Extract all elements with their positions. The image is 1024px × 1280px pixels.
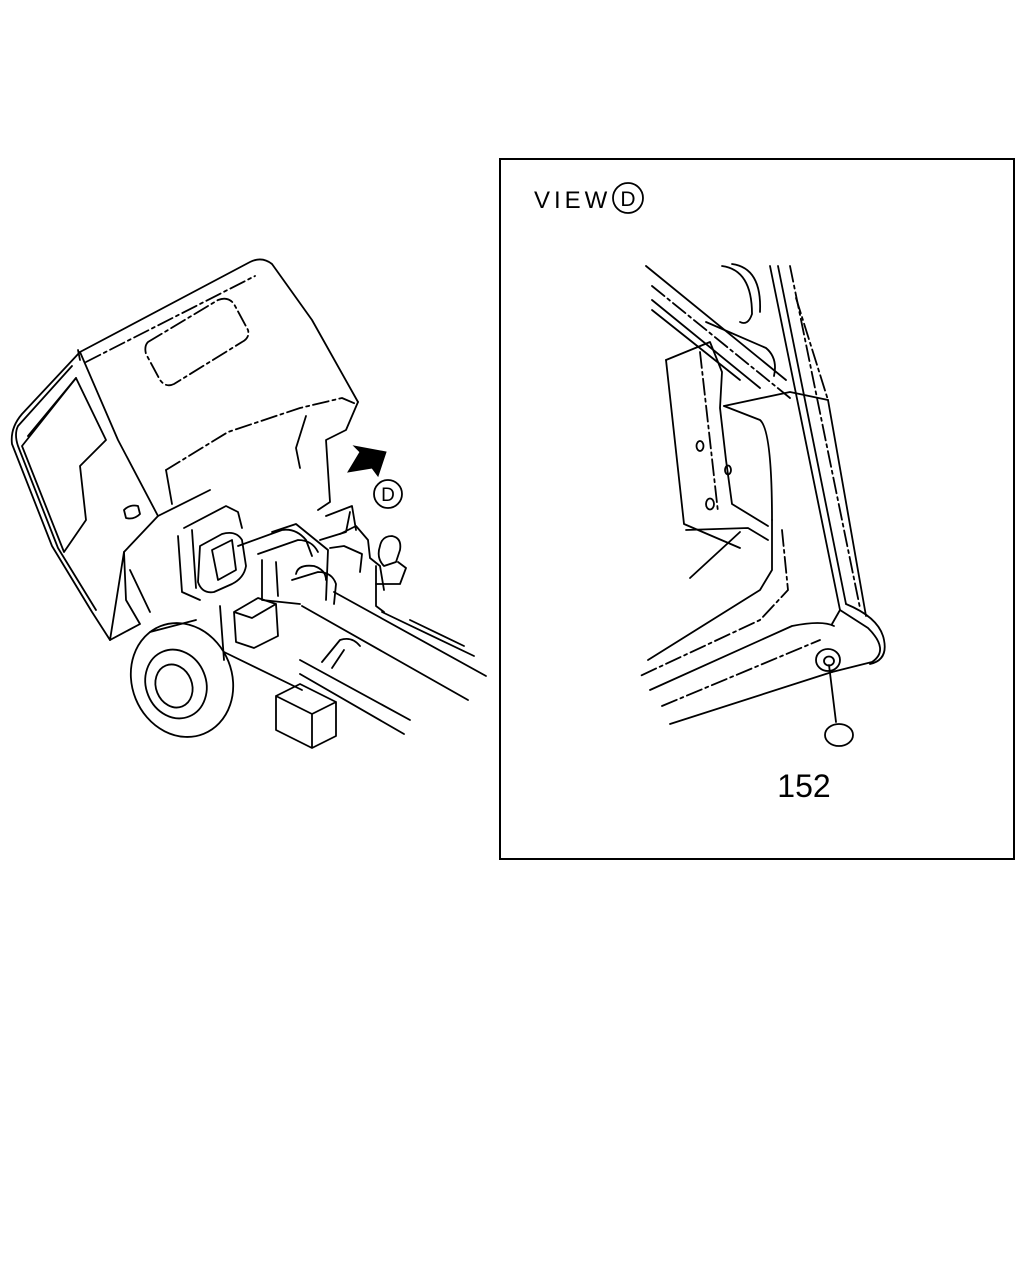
windshield [21,377,107,553]
truck-overview-illustration: D [10,258,487,749]
callout-letter: D [381,485,395,506]
air-intake-pipe [377,535,402,567]
cab-front [10,351,111,641]
part-number-label: 152 [777,768,830,804]
plug-icon [824,723,854,747]
cab-floor-detail [639,263,886,725]
front-wheel [129,619,235,738]
part-152-plug: 152 [777,664,854,804]
battery-box [233,597,279,649]
cab-roof-hatch [144,297,250,387]
cab-side [79,351,359,641]
view-panel-title: VIEW D [534,182,644,214]
view-direction-arrow [347,445,387,478]
view-d-panel: VIEW D [499,158,1015,860]
chassis-frame [219,591,487,735]
view-d-callout: D [373,479,403,509]
lower-box [275,683,337,749]
view-title-letter: D [620,188,635,211]
drain-hole [815,648,841,672]
view-panel-frame [499,158,1015,860]
view-title-text: VIEW [534,187,611,214]
engine-assembly [177,505,407,613]
cab-roof [77,258,359,403]
